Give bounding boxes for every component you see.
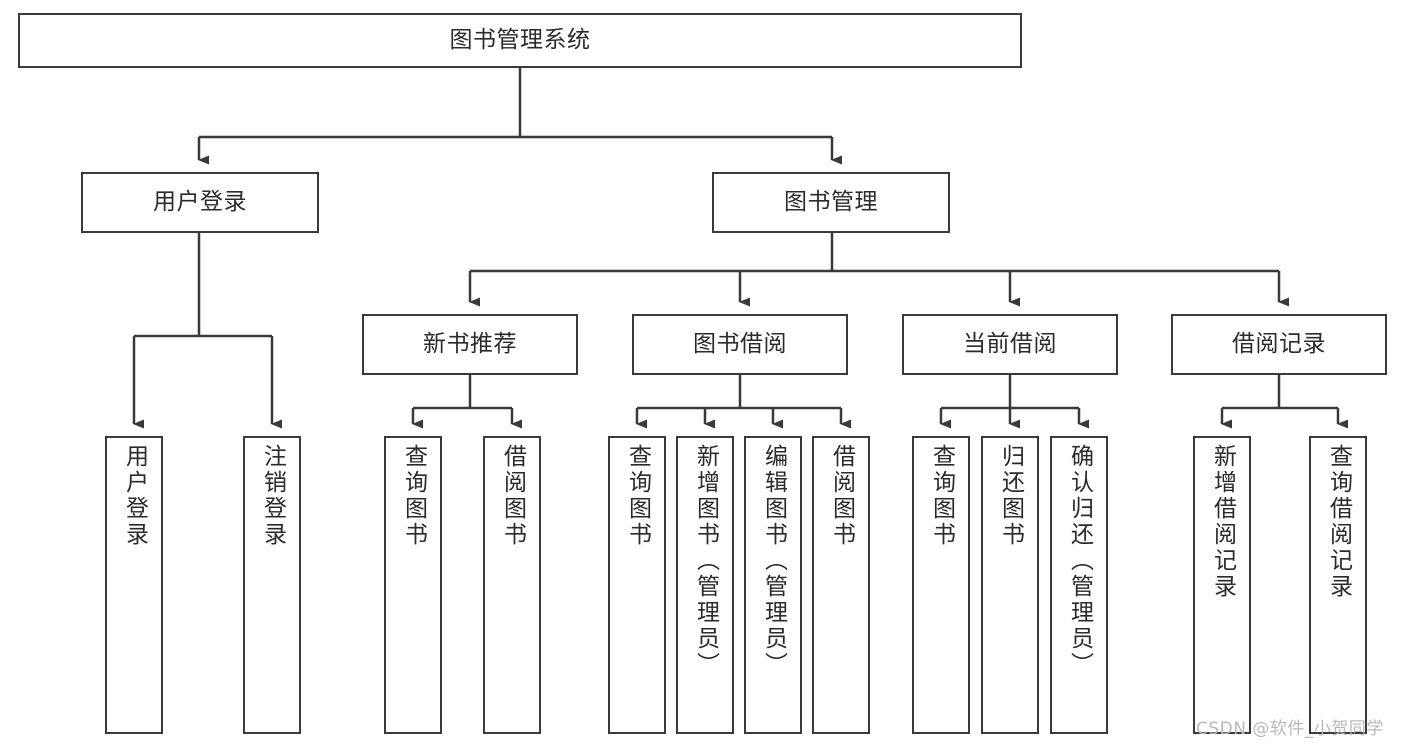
node-label: 归还图书 <box>997 444 1024 548</box>
leaf-borrow-book[interactable]: 借阅图书 <box>812 436 870 734</box>
node-label: 编辑图书（管理员） <box>760 444 787 678</box>
leaf-add-borrow-record[interactable]: 新增借阅记录 <box>1193 436 1251 734</box>
node-label: 注销登录 <box>259 444 286 548</box>
node-label: 用户登录 <box>121 444 148 548</box>
node-label: 查询图书 <box>624 444 651 548</box>
leaf-logout[interactable]: 注销登录 <box>243 436 301 734</box>
leaf-confirm-return-admin[interactable]: 确认归还（管理员） <box>1050 436 1108 734</box>
node-label: 借阅记录 <box>1232 330 1326 357</box>
leaf-return-book[interactable]: 归还图书 <box>981 436 1039 734</box>
leaf-query-book-borrow[interactable]: 查询图书 <box>608 436 666 734</box>
node-label: 当前借阅 <box>963 330 1057 357</box>
node-label: 图书管理系统 <box>449 26 591 53</box>
node-label: 查询借阅记录 <box>1325 444 1352 600</box>
node-book-borrow[interactable]: 图书借阅 <box>632 314 848 375</box>
node-label: 图书管理 <box>784 188 878 215</box>
leaf-user-login[interactable]: 用户登录 <box>105 436 163 734</box>
node-new-book-recommend[interactable]: 新书推荐 <box>362 314 578 375</box>
leaf-borrow-book-new[interactable]: 借阅图书 <box>483 436 541 734</box>
node-label: 新增图书（管理员） <box>692 444 719 678</box>
node-label: 确认归还（管理员） <box>1066 444 1093 678</box>
node-label: 借阅图书 <box>499 444 526 548</box>
node-root-system[interactable]: 图书管理系统 <box>18 13 1022 68</box>
node-label: 用户登录 <box>153 188 247 215</box>
leaf-query-book-current[interactable]: 查询图书 <box>912 436 970 734</box>
watermark: CSDN @软件_小贺同学 <box>1196 719 1384 739</box>
leaf-query-book-new[interactable]: 查询图书 <box>384 436 442 734</box>
node-current-borrow[interactable]: 当前借阅 <box>902 314 1118 375</box>
leaf-edit-book-admin[interactable]: 编辑图书（管理员） <box>744 436 802 734</box>
leaf-add-book-admin[interactable]: 新增图书（管理员） <box>676 436 734 734</box>
node-label: 图书借阅 <box>693 330 787 357</box>
node-label: 借阅图书 <box>828 444 855 548</box>
node-user-login[interactable]: 用户登录 <box>81 172 319 233</box>
node-label: 查询图书 <box>928 444 955 548</box>
node-label: 查询图书 <box>400 444 427 548</box>
node-borrow-record[interactable]: 借阅记录 <box>1171 314 1387 375</box>
leaf-query-borrow-record[interactable]: 查询借阅记录 <box>1309 436 1367 734</box>
node-book-management[interactable]: 图书管理 <box>712 172 950 233</box>
node-label: 新增借阅记录 <box>1209 444 1236 600</box>
node-label: 新书推荐 <box>423 330 517 357</box>
